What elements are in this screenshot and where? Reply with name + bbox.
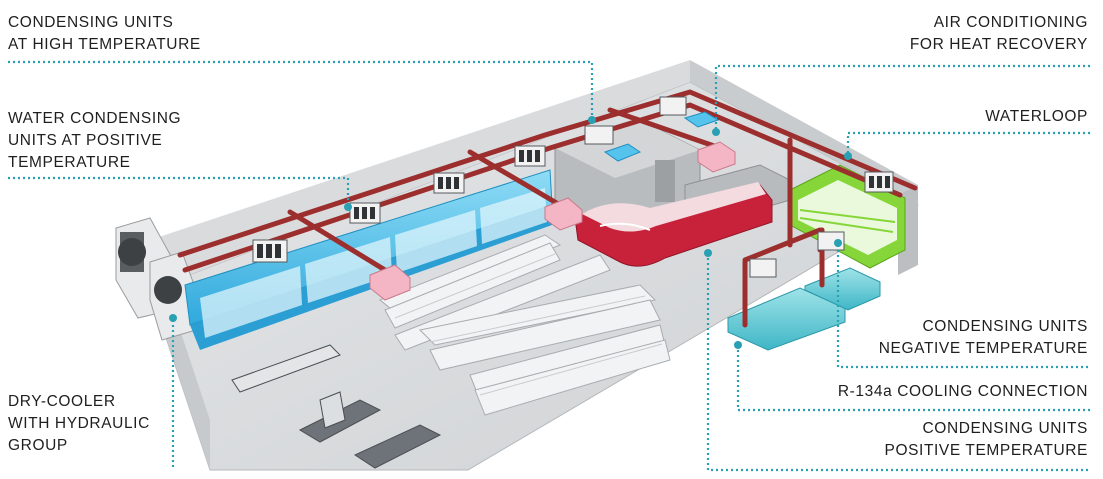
label-waterloop: WATERLOOP [985,108,1088,125]
ceiling-units [603,111,720,162]
checkout-area [231,344,442,469]
dry-cooler-units [115,217,197,341]
label-air-conditioning: AIR CONDITIONING FOR HEAT RECOVERY [909,14,1088,53]
leader-endpoints [169,116,852,349]
label-dry-cooler: DRY-COOLER WITH HYDRAULIC GROUP [8,393,150,454]
shelving-gondolas [379,234,671,416]
label-condensing-negative-temperature: CONDENSING UNITS NEGATIVE TEMPERATURE [878,318,1088,357]
label-r134a-cooling-connection: R-134a COOLING CONNECTION [837,383,1088,400]
right-wall [690,60,918,205]
label-condensing-high-temperature: CONDENSING UNITS AT HIGH TEMPERATURE [8,14,201,53]
red-deli-counter [574,182,773,267]
air-conditioning-units [369,141,736,301]
label-condensing-positive-temperature: CONDENSING UNITS POSITIVE TEMPERATURE [884,420,1088,459]
leader-lines [8,60,1090,472]
label-water-condensing-units: WATER CONDENSING UNITS AT POSITIVE TEMPE… [8,110,182,171]
